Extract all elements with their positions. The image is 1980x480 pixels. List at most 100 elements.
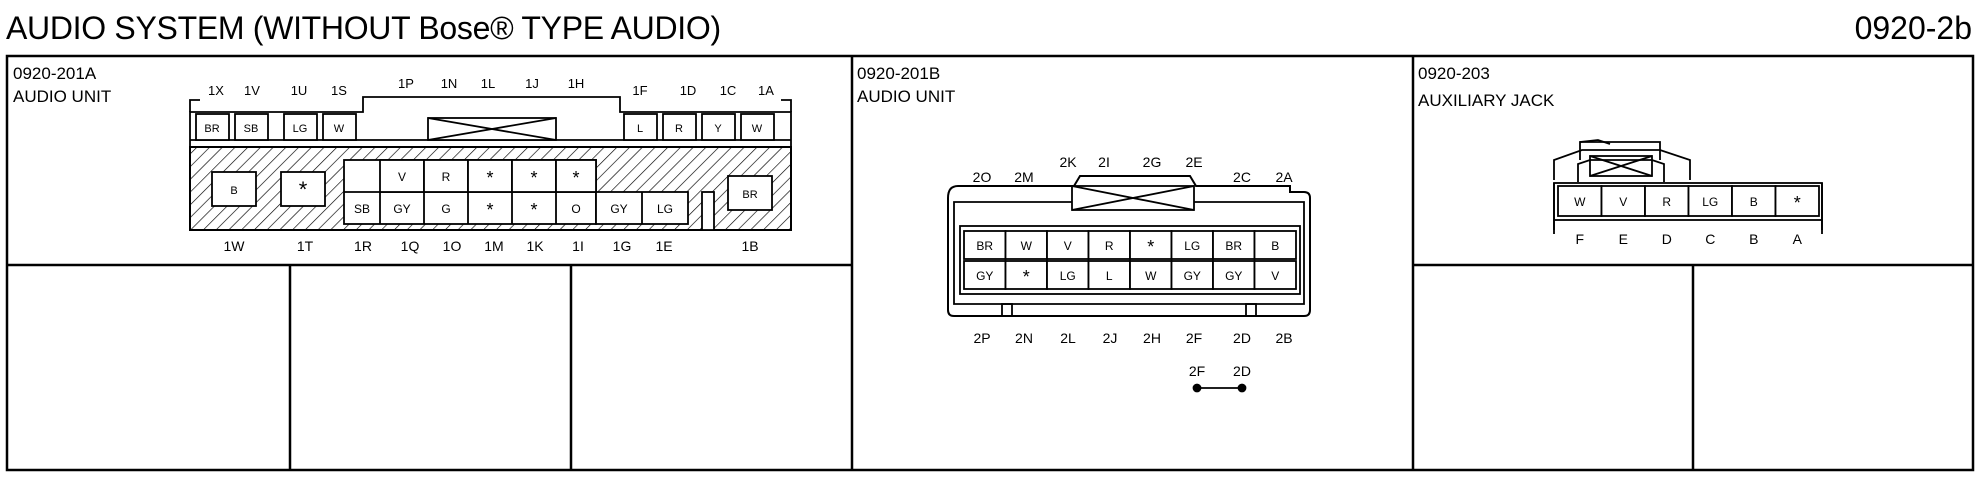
pin-label-1l: 1L [481, 76, 495, 91]
pin-label-2k: 2K [1059, 154, 1077, 170]
wire-color-cell: R [442, 170, 451, 184]
pin-label-2o: 2O [973, 169, 992, 185]
panel-labels: 0920-201A AUDIO UNIT 0920-201B AUDIO UNI… [13, 64, 1555, 110]
pin-label-2b: 2B [1275, 330, 1292, 346]
wire-color-cell: * [530, 200, 537, 220]
pin-label-f: F [1575, 231, 1584, 247]
wire-color-cell: L [1106, 269, 1113, 283]
diagram-title: AUDIO SYSTEM (WITHOUT Bose® TYPE AUDIO) [6, 10, 721, 46]
wire-color-cell: * [1794, 193, 1801, 213]
wire-color-cell: R [1662, 195, 1671, 209]
pin-label-1v: 1V [244, 83, 260, 98]
pin-label-2a: 2A [1275, 169, 1293, 185]
terminal-cell [1212, 260, 1256, 290]
wire-color-cell: SB [354, 202, 370, 216]
pin-label-1p: 1P [398, 76, 414, 91]
pin-label-c: C [1705, 231, 1715, 247]
pin-label-1s: 1S [331, 83, 347, 98]
pin-label-2h: 2H [1143, 330, 1161, 346]
pin-label-2i: 2I [1098, 154, 1110, 170]
wire-color-cell: V [398, 170, 406, 184]
wire-color-cell: W [752, 123, 763, 135]
wire-color-cell: V [1271, 269, 1279, 283]
panel-a-name: AUDIO UNIT [13, 87, 111, 106]
wire-color-cell: O [571, 202, 580, 216]
pin-label-1d: 1D [680, 83, 697, 98]
pin-label-2d: 2D [1233, 330, 1251, 346]
terminal-cell [963, 230, 1007, 260]
pin-label-2j: 2J [1103, 330, 1118, 346]
pin-label-1u: 1U [291, 83, 308, 98]
wire-color-cell: BR [742, 189, 757, 201]
wire-color-cell: LG [1060, 269, 1076, 283]
pin-label-1f: 1F [632, 83, 647, 98]
pin-label-1h: 1H [568, 76, 585, 91]
pin-label-1o: 1O [443, 238, 462, 254]
panel-b-code: 0920-201B [857, 64, 940, 83]
terminal-cell [1046, 260, 1090, 290]
wire-color-cell: B [1750, 195, 1758, 209]
pin-label-1q: 1Q [401, 238, 420, 254]
wire-color-cell: LG [1702, 195, 1718, 209]
pin-label-1n: 1N [441, 76, 458, 91]
wire-color-cell: V [1064, 239, 1072, 253]
pin-label-1r: 1R [354, 238, 372, 254]
panel-b-name: AUDIO UNIT [857, 87, 955, 106]
pin-label-2c: 2C [1233, 169, 1251, 185]
wire-color-cell: * [572, 168, 579, 188]
wire-color-cell: * [530, 168, 537, 188]
pin-label-2g: 2G [1143, 154, 1162, 170]
wire-color-cell: W [1574, 195, 1586, 209]
wire-color-cell: B [1271, 239, 1279, 253]
terminal-cell [1731, 185, 1777, 217]
pin-label-2p: 2P [973, 330, 990, 346]
panel-c-code: 0920-203 [1418, 64, 1490, 83]
pin-label-1a: 1A [758, 83, 774, 98]
pin-label-2f: 2F [1186, 330, 1202, 346]
wire-color-cell: LG [293, 123, 308, 135]
pin-label-1c: 1C [720, 83, 737, 98]
terminal-cell [1253, 260, 1297, 290]
wire-color-cell: LG [657, 202, 673, 216]
wire-color-cell: W [1145, 269, 1157, 283]
pin-label-2e: 2E [1185, 154, 1202, 170]
pin-label-1i: 1I [572, 238, 584, 254]
wire-color-cell: GY [1225, 269, 1242, 283]
wire-color-cell: SB [244, 123, 259, 135]
wire-color-cell: * [1023, 267, 1030, 287]
pin-label-a: A [1793, 231, 1803, 247]
pin-label-1b: 1B [741, 238, 758, 254]
wire-color-cell: GY [1184, 269, 1201, 283]
terminal-cell [1557, 185, 1603, 217]
pin-label-1w: 1W [224, 238, 246, 254]
wire-color-cell: LG [1184, 239, 1200, 253]
pin-label-1j: 1J [525, 76, 539, 91]
wire-color-cell: * [486, 168, 493, 188]
wire-color-cell: GY [393, 202, 410, 216]
wire-color-cell: R [675, 123, 683, 135]
panel-c-name: AUXILIARY JACK [1418, 91, 1555, 110]
terminal-cell [1600, 185, 1646, 217]
wire-color-cell: BR [204, 123, 219, 135]
panel-grid [5, 54, 1975, 472]
wire-color-cell: L [637, 123, 643, 135]
pin-label-2n: 2N [1015, 330, 1033, 346]
wire-color-cell: GY [610, 202, 627, 216]
wire-color-cell: BR [976, 239, 993, 253]
wire-color-cell: GY [976, 269, 993, 283]
jumper-label: 2F [1189, 363, 1205, 379]
wire-color-cell: Y [714, 123, 722, 135]
wire-color-cell: * [1147, 237, 1154, 257]
pin-label-1m: 1M [484, 238, 503, 254]
pin-label-e: E [1619, 231, 1628, 247]
terminal-cell [1687, 185, 1733, 217]
wire-color-cell: B [230, 185, 237, 197]
wire-color-cell: G [441, 202, 450, 216]
wire-color-cell: * [299, 177, 308, 202]
wire-color-cell: W [1021, 239, 1033, 253]
